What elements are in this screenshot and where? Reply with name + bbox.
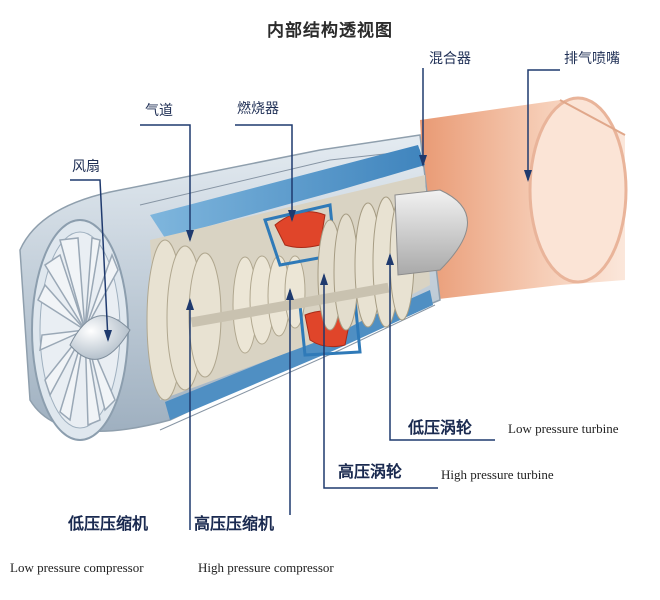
spinner-shape (69, 315, 131, 360)
diagram-title: 内部结构透视图 (267, 21, 393, 41)
leader-line-combustor (235, 124, 293, 220)
label-lp-turbine-en: Low pressure turbine (508, 421, 619, 436)
label-lp-turbine-zh: 低压涡轮 (408, 418, 473, 437)
exhaust-nozzle-shape (420, 96, 628, 300)
fan-shape (31, 219, 131, 441)
leader-line-exhaust (527, 69, 560, 180)
leader-line-bypass (140, 124, 191, 240)
leader-lines (70, 68, 560, 530)
label-exhaust-nozzle: 排气喷嘴 (564, 51, 620, 67)
leader-line-fan (70, 179, 109, 341)
core-assembly (146, 175, 468, 401)
hp-compressor-stages (232, 255, 306, 354)
label-hp-compressor-zh: 高压压缩机 (194, 514, 275, 533)
label-mixer: 混合器 (429, 51, 471, 67)
leader-line-hp-turbine (323, 275, 438, 489)
leader-arrowheads (104, 155, 532, 342)
label-combustor: 燃烧器 (237, 101, 279, 117)
label-hp-compressor-en: High pressure compressor (198, 560, 334, 575)
label-lp-compressor-en: Low pressure compressor (10, 560, 144, 575)
label-hp-turbine-en: High pressure turbine (441, 467, 554, 482)
label-hp-turbine-zh: 高压涡轮 (338, 462, 403, 481)
label-bypass-duct: 气道 (145, 103, 173, 119)
label-fan: 风扇 (72, 159, 100, 175)
tail-cone-shape (394, 189, 468, 276)
leader-line-lp-turbine (389, 255, 495, 441)
label-lp-compressor-zh: 低压压缩机 (68, 514, 149, 533)
